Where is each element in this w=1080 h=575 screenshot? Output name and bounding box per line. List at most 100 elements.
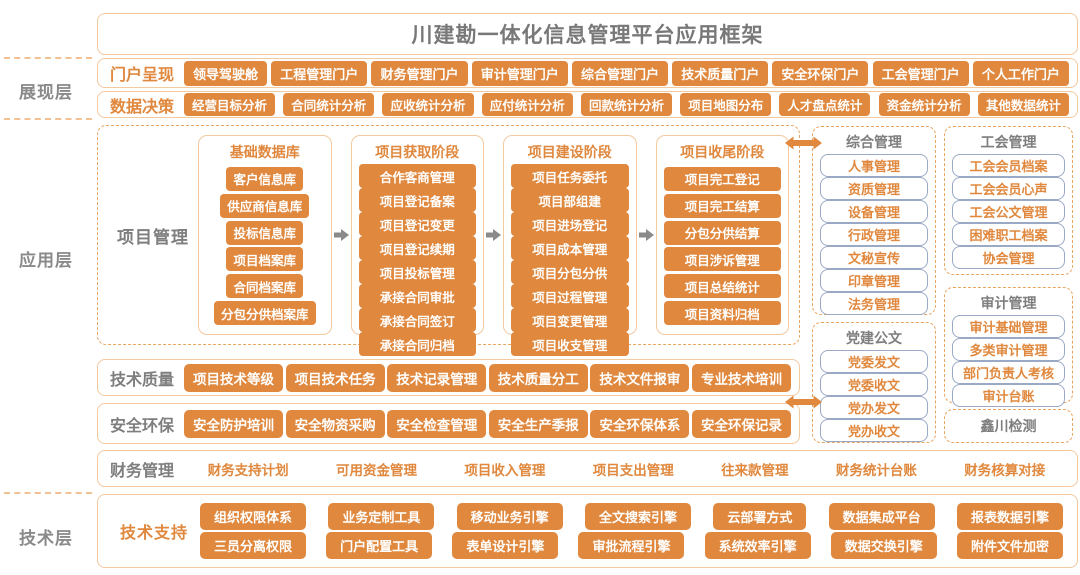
finance-item: 财务核算对接 bbox=[964, 462, 1046, 478]
tech-support-section: 技术支持 组织权限体系业务定制工具移动业务引擎全文搜索引擎云部署方式数据集成平台… bbox=[97, 494, 1078, 568]
pm-item-chip: 项目过程管理 bbox=[511, 284, 629, 308]
safety-chip: 安全防护培训 bbox=[184, 409, 284, 438]
layer-divider bbox=[4, 118, 92, 120]
finance-item: 项目支出管理 bbox=[592, 462, 674, 478]
data-decision-chip: 人才盘点统计 bbox=[779, 93, 871, 116]
pm-item-chip: 客户信息库 bbox=[226, 166, 303, 191]
tech-support-chip: 三员分离权限 bbox=[200, 532, 307, 559]
arrow-right-icon bbox=[484, 229, 503, 241]
pm-item-chip: 项目投标管理 bbox=[358, 260, 476, 284]
data-decision-chip: 回款统计分析 bbox=[580, 93, 672, 116]
pm-item-chip: 承接合同归档 bbox=[358, 332, 476, 356]
panel-item-list: 人事管理资质管理设备管理行政管理文秘宣传印章管理法务管理 bbox=[820, 154, 928, 315]
safety-label: 安全环保 bbox=[110, 417, 175, 435]
pm-item-chip: 项目进场登记 bbox=[511, 212, 629, 236]
pm-item-chip: 项目完工结算 bbox=[663, 193, 781, 218]
tech-support-chip: 业务定制工具 bbox=[328, 503, 435, 530]
data-decision-chip-list: 经营目标分析合同统计分析应收统计分析应付统计分析回款统计分析项目地图分布人才盘点… bbox=[184, 93, 1069, 116]
pm-item-chip: 分包分供档案库 bbox=[213, 301, 316, 326]
pm-column-closing-phase: 项目收尾阶段 项目完工登记项目完工结算分包分供结算项目涉诉管理项目总结统计项目资… bbox=[655, 135, 789, 335]
diagram-title: 川建勘一体化信息管理平台应用框架 bbox=[411, 24, 764, 47]
portal-chip: 工会管理门户 bbox=[872, 60, 969, 86]
panel-title: 鑫川检测 bbox=[980, 418, 1037, 434]
panel-audit-mgmt: 审计管理 审计基础管理多类审计管理部门负责人考核审计台账 bbox=[944, 287, 1073, 407]
tech-quality-chip: 技术文件报审 bbox=[590, 363, 690, 392]
panel-title: 综合管理 bbox=[846, 134, 902, 150]
tech-support-chip: 移动业务引擎 bbox=[456, 503, 563, 530]
safety-chip: 安全生产季报 bbox=[488, 409, 588, 438]
tech-support-chip: 审批流程引擎 bbox=[578, 532, 685, 559]
pm-item-chip: 项目部组建 bbox=[511, 188, 629, 212]
panel-item: 党办收文 bbox=[820, 419, 928, 442]
panel-item: 多类审计管理 bbox=[952, 338, 1065, 361]
pm-column-basic-database: 基础数据库 客户信息库供应商信息库投标信息库项目档案库合同档案库分包分供档案库 bbox=[198, 135, 332, 335]
tech-support-chip: 附件文件加密 bbox=[956, 532, 1063, 559]
layer-label-application: 应用层 bbox=[19, 251, 73, 270]
panel-item-list: 党委发文党委收文党办发文党办收文 bbox=[820, 350, 928, 442]
panel-party-documents: 党建公文 党委发文党委收文党办发文党办收文 bbox=[812, 322, 936, 443]
portal-row-label: 门户呈现 bbox=[110, 67, 175, 84]
pm-column-title: 项目建设阶段 bbox=[527, 144, 612, 160]
data-decision-row: 数据决策 经营目标分析合同统计分析应收统计分析应付统计分析回款统计分析项目地图分… bbox=[97, 91, 1078, 118]
pm-column-acquisition-phase: 项目获取阶段 合作客商管理项目登记备案项目登记变更项目登记续期项目投标管理承接合… bbox=[350, 135, 484, 356]
pm-item-chip: 项目涉诉管理 bbox=[663, 247, 781, 272]
finance-item: 财务支持计划 bbox=[207, 462, 289, 478]
tech-quality-chip-list: 项目技术等级项目技术任务技术记录管理技术质量分工技术文件报审专业技术培训 bbox=[184, 363, 791, 392]
layer-label-presentation: 展现层 bbox=[19, 83, 73, 102]
panel-item: 印章管理 bbox=[820, 269, 928, 292]
data-decision-chip: 合同统计分析 bbox=[283, 93, 375, 116]
panel-item: 协会管理 bbox=[952, 246, 1065, 269]
tech-support-row: 三员分离权限门户配置工具表单设计引擎审批流程引擎系统效率引擎数据交换引擎附件文件… bbox=[200, 532, 1063, 559]
panel-union-mgmt: 工会管理 工会会员档案工会会员心声工会公文管理困难职工档案协会管理 bbox=[944, 126, 1073, 275]
panel-item: 部门负责人考核 bbox=[952, 361, 1065, 384]
panel-item: 党委收文 bbox=[820, 373, 928, 396]
tech-support-row: 组织权限体系业务定制工具移动业务引擎全文搜索引擎云部署方式数据集成平台报表数据引… bbox=[200, 503, 1063, 530]
portal-chip: 工程管理门户 bbox=[271, 60, 368, 86]
safety-chip-list: 安全防护培训安全物资采购安全检查管理安全生产季报安全环保体系安全环保记录 bbox=[184, 409, 791, 438]
pm-item-chip: 供应商信息库 bbox=[220, 193, 310, 218]
pm-item-chip: 合同档案库 bbox=[226, 274, 303, 299]
tech-support-chip: 表单设计引擎 bbox=[452, 532, 559, 559]
project-management-label: 项目管理 bbox=[117, 227, 189, 247]
pm-item-chip: 项目分包分供 bbox=[511, 260, 629, 284]
pm-item-chip: 项目收支管理 bbox=[511, 332, 629, 356]
portal-chip: 财务管理门户 bbox=[371, 60, 468, 86]
portal-chip: 安全环保门户 bbox=[772, 60, 869, 86]
data-decision-chip: 项目地图分布 bbox=[680, 93, 772, 116]
pm-column-title: 项目获取阶段 bbox=[375, 144, 460, 160]
pm-item-chip: 项目成本管理 bbox=[511, 236, 629, 260]
tech-support-chip: 数据集成平台 bbox=[828, 503, 935, 530]
safety-chip: 安全环保体系 bbox=[590, 409, 690, 438]
panel-item: 法务管理 bbox=[820, 292, 928, 315]
tech-support-chip: 系统效率引擎 bbox=[704, 532, 811, 559]
tech-support-grid: 组织权限体系业务定制工具移动业务引擎全文搜索引擎云部署方式数据集成平台报表数据引… bbox=[200, 503, 1063, 559]
panel-item: 工会会员档案 bbox=[952, 154, 1065, 177]
panel-item: 工会公文管理 bbox=[952, 200, 1065, 223]
tech-quality-chip: 技术记录管理 bbox=[387, 363, 487, 392]
tech-support-chip: 组织权限体系 bbox=[200, 503, 307, 530]
panel-title: 工会管理 bbox=[980, 134, 1037, 150]
pm-item-chip: 合作客商管理 bbox=[358, 164, 476, 188]
panel-item: 审计台账 bbox=[952, 384, 1065, 407]
layer-label-technology: 技术层 bbox=[19, 529, 73, 548]
panel-item: 困难职工档案 bbox=[952, 223, 1065, 246]
portal-chip: 综合管理门户 bbox=[571, 60, 668, 86]
tech-support-chip: 报表数据引擎 bbox=[956, 503, 1063, 530]
pm-item-chip: 项目登记变更 bbox=[358, 212, 476, 236]
pm-item-chip: 项目登记备案 bbox=[358, 188, 476, 212]
pm-item-chip: 承接合同签订 bbox=[358, 308, 476, 332]
tech-support-label: 技术支持 bbox=[119, 525, 188, 542]
pm-item-chip: 项目档案库 bbox=[226, 247, 303, 272]
finance-item: 财务统计台账 bbox=[835, 462, 917, 478]
pm-item-chip: 项目登记续期 bbox=[358, 236, 476, 260]
panel-item: 人事管理 bbox=[820, 154, 928, 177]
portal-row: 门户呈现 领导驾驶舱工程管理门户财务管理门户审计管理门户综合管理门户技术质量门户… bbox=[97, 58, 1078, 88]
tech-quality-chip: 项目技术等级 bbox=[184, 363, 284, 392]
tech-support-chip: 全文搜索引擎 bbox=[584, 503, 691, 530]
data-decision-chip: 应付统计分析 bbox=[481, 93, 573, 116]
pm-item-list: 合作客商管理项目登记备案项目登记变更项目登记续期项目投标管理承接合同审批承接合同… bbox=[358, 164, 476, 356]
arrow-right-icon bbox=[332, 229, 351, 241]
panel-item: 资质管理 bbox=[820, 177, 928, 200]
finance-row: 财务管理 财务支持计划可用资金管理项目收入管理项目支出管理往来款管理财务统计台账… bbox=[97, 450, 1078, 487]
